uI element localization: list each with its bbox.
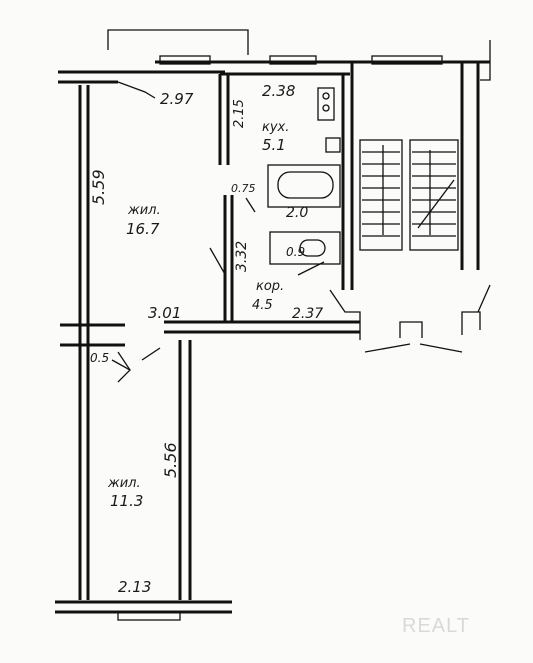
room-corridor-name: кор.: [256, 279, 284, 294]
dim-301: 3.01: [148, 304, 181, 322]
dim-556: 5.56: [161, 442, 180, 478]
dim-215: 2.15: [232, 99, 247, 128]
dim-213: 2.13: [118, 578, 151, 596]
closet-area: 0.5: [90, 351, 109, 365]
dim-559: 5.59: [89, 169, 108, 205]
closet2-area: 0.75: [231, 182, 256, 195]
dim-332: 3.32: [234, 241, 250, 272]
neighbor-fragments: [329, 40, 491, 353]
bathroom-fixtures: [267, 87, 341, 265]
room-kitchen-area: 5.1: [262, 136, 286, 154]
room-living-small-area: 11.3: [110, 492, 143, 510]
wc-area: 0.9: [286, 245, 305, 259]
windows: [159, 55, 443, 65]
dim-297: 2.97: [160, 90, 194, 108]
room-living-large-area: 16.7: [126, 220, 160, 238]
doors: [111, 197, 325, 383]
room-living-large-name: жил.: [127, 203, 161, 218]
staircase: [362, 145, 456, 237]
room-kitchen-name: кух.: [262, 120, 289, 135]
bath-area: 2.0: [286, 205, 308, 221]
room-corridor-area: 4.5: [252, 298, 273, 313]
walls: [55, 29, 490, 621]
watermark: REALT: [402, 615, 470, 637]
dim-237: 2.37: [292, 306, 323, 322]
room-living-small-name: жил.: [107, 476, 141, 491]
dim-238: 2.38: [262, 82, 295, 100]
